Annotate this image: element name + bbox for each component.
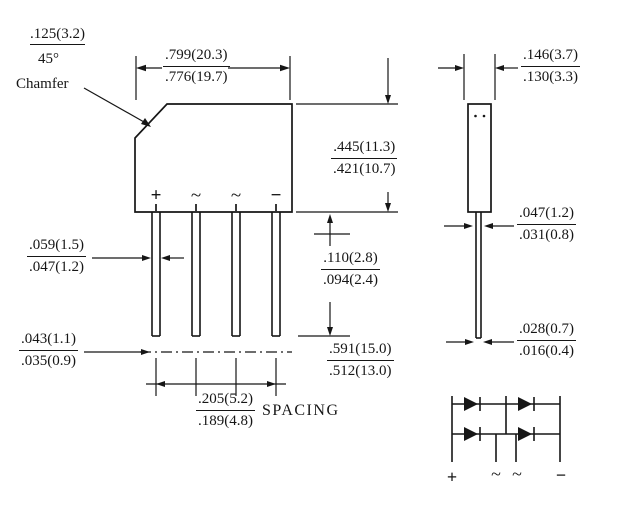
dim-lead-width: .059(1.5) .047(1.2): [27, 236, 86, 277]
dim-lead-tip-width: .043(1.1) .035(0.9): [19, 330, 78, 371]
schematic-ac2: ~: [512, 464, 522, 484]
dim-front-height: .445(11.3) .421(10.7): [331, 138, 398, 179]
dim-lead-spacing: .205(5.2) .189(4.8): [196, 390, 255, 431]
dim-standoff: .110(2.8) .094(2.4): [321, 249, 380, 290]
dim-side-lead-tip-thickness-min: .016(0.4): [519, 342, 574, 359]
diode-4: [518, 427, 532, 441]
schematic-plus: +: [447, 467, 457, 487]
dim-lead-length-max: .591(15.0): [327, 340, 394, 361]
dim-side-lead-thickness: .047(1.2) .031(0.8): [517, 204, 576, 245]
terminal-minus: −: [271, 185, 282, 206]
dim-standoff-min: .094(2.4): [323, 271, 378, 288]
terminal-ac2: ~: [231, 185, 241, 206]
bridge-schematic-terminal-labels: + ~ ~ −: [447, 464, 566, 487]
chamfer-size-label: .125(3.2): [30, 26, 85, 45]
dim-lead-tip-width-min: .035(0.9): [21, 352, 76, 369]
chamfer-angle-label: 45°: [38, 51, 59, 67]
terminal-plus: +: [151, 185, 162, 206]
dim-front-height-max: .445(11.3): [331, 138, 398, 159]
dim-front-width: .799(20.3) .776(19.7): [163, 46, 230, 87]
front-view-body: [134, 103, 293, 213]
dim-side-lead-thickness-min: .031(0.8): [519, 226, 574, 243]
front-view-leads: [151, 212, 281, 337]
dim-front-width-min: .776(19.7): [165, 68, 228, 85]
diode-1: [464, 397, 478, 411]
dim-lead-tip-width-max: .043(1.1): [19, 330, 78, 351]
dim-side-width-min: .130(3.3): [523, 68, 578, 85]
chamfer-label: Chamfer: [16, 76, 69, 92]
dim-side-lead-thickness-max: .047(1.2): [517, 204, 576, 225]
dim-front-height-min: .421(10.7): [333, 160, 396, 177]
front-view-dimension-lines: [83, 56, 398, 396]
dim-lead-length: .591(15.0) .512(13.0): [327, 340, 394, 381]
dim-lead-spacing-min: .189(4.8): [198, 412, 253, 429]
side-view-lead: [475, 212, 482, 339]
side-view-dimension-lines: [438, 54, 518, 345]
terminal-ac1: ~: [191, 185, 201, 206]
dim-standoff-max: .110(2.8): [321, 249, 380, 270]
dim-side-width-max: .146(3.7): [521, 46, 580, 67]
dim-side-lead-tip-thickness: .028(0.7) .016(0.4): [517, 320, 576, 361]
side-view-body: [467, 103, 492, 213]
spacing-label: SPACING: [262, 402, 340, 419]
schematic-ac1: ~: [491, 464, 501, 484]
dim-side-width: .146(3.7) .130(3.3): [521, 46, 580, 87]
dim-lead-length-min: .512(13.0): [329, 362, 392, 379]
bridge-schematic: [451, 396, 561, 462]
dim-side-lead-tip-thickness-max: .028(0.7): [517, 320, 576, 341]
dim-lead-spacing-max: .205(5.2): [196, 390, 255, 411]
front-view-terminal-marks: + ~ ~ −: [151, 185, 282, 206]
dim-lead-width-min: .047(1.2): [29, 258, 84, 275]
schematic-minus: −: [556, 465, 566, 485]
dim-front-width-max: .799(20.3): [163, 46, 230, 67]
dim-lead-width-max: .059(1.5): [27, 236, 86, 257]
diode-2: [518, 397, 532, 411]
diode-3: [464, 427, 478, 441]
